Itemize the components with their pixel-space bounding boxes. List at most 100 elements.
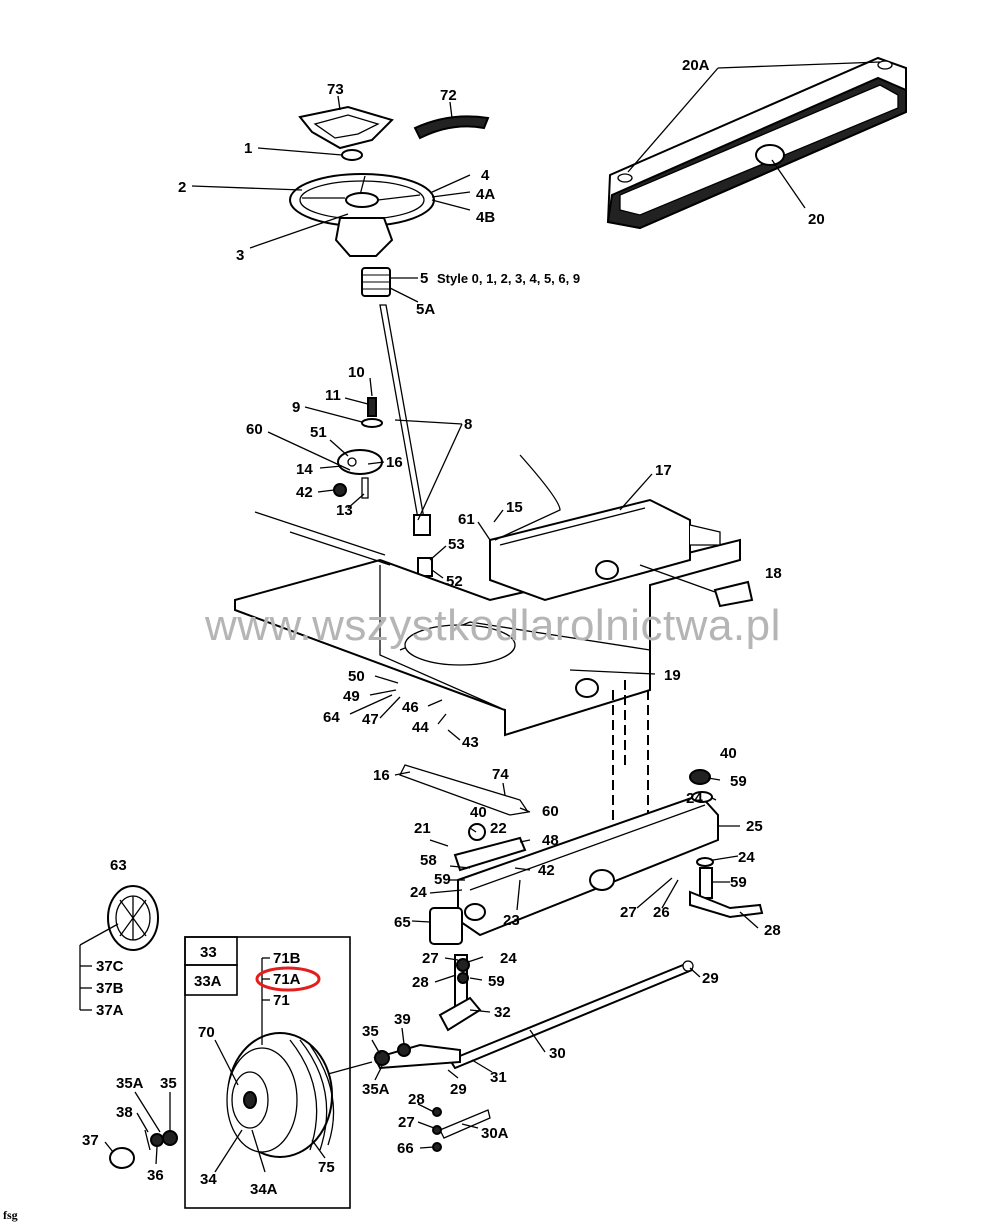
label-43: 43 (462, 734, 479, 751)
label-29a: 29 (702, 970, 719, 987)
label-53: 53 (448, 536, 465, 553)
steering-shaft (379, 304, 431, 536)
label-8: 8 (464, 416, 472, 433)
steering-hub-3 (334, 217, 394, 257)
drag-link-74 (399, 764, 530, 816)
steering-insert-72 (413, 115, 490, 140)
label-36: 36 (147, 1167, 164, 1184)
label-75: 75 (318, 1159, 335, 1176)
label-26: 26 (653, 904, 670, 921)
label-61: 61 (458, 511, 475, 528)
label-19: 19 (664, 667, 681, 684)
nut-42 (333, 483, 347, 497)
bolt-18 (639, 564, 754, 608)
label-20a: 20A (682, 57, 710, 74)
label-22: 22 (490, 820, 507, 837)
label-44: 44 (412, 719, 429, 736)
label-58: 58 (420, 852, 437, 869)
label-50: 50 (348, 668, 365, 685)
label-49: 49 (343, 688, 360, 705)
label-42b: 42 (538, 862, 555, 879)
label-48: 48 (542, 832, 559, 849)
label-29b: 29 (450, 1081, 467, 1098)
label-27b: 27 (422, 950, 439, 967)
label-27c: 27 (398, 1114, 415, 1131)
label-2: 2 (178, 179, 186, 196)
label-37c: 37C (96, 958, 124, 975)
label-39: 39 (394, 1011, 411, 1028)
label-1: 1 (244, 140, 252, 157)
label-27a: 27 (620, 904, 637, 921)
watermark: www.wszystkodlarolnictwa.pl (204, 601, 781, 650)
highlight-71a (255, 966, 321, 992)
label-60: 60 (246, 421, 263, 438)
label-40b: 40 (470, 804, 487, 821)
label-23: 23 (503, 912, 520, 929)
label-64: 64 (323, 709, 340, 726)
label-28a: 28 (764, 922, 781, 939)
label-24b: 24 (738, 849, 755, 866)
label-71b: 71B (273, 950, 301, 967)
label-66: 66 (397, 1140, 414, 1157)
wheel-kit-box (184, 936, 351, 1209)
wheel-hardware-left (109, 1129, 178, 1169)
label-16a: 16 (386, 454, 403, 471)
tie-rod-30 (448, 960, 694, 1070)
spindle-right-assembly (689, 769, 764, 919)
label-33: 33 (200, 944, 217, 961)
label-70: 70 (198, 1024, 215, 1041)
label-59d: 59 (488, 973, 505, 990)
label-51: 51 (310, 424, 327, 441)
label-32: 32 (494, 1004, 511, 1021)
label-37: 37 (82, 1132, 99, 1149)
label-40a: 40 (720, 745, 737, 762)
linkage-30a (432, 1107, 491, 1152)
pinion-53 (417, 557, 433, 577)
label-35a: 35 (362, 1023, 379, 1040)
label-24d: 24 (500, 950, 517, 967)
label-72: 72 (440, 87, 457, 104)
label-4a: 4A (476, 186, 495, 203)
washer-9 (361, 418, 383, 428)
steering-arm-23 (453, 823, 527, 872)
label-38: 38 (116, 1104, 133, 1121)
spindle-left-32 (438, 954, 482, 1032)
hub-cap-63 (107, 885, 159, 951)
label-24a: 24 (686, 790, 703, 807)
front-axle-25 (457, 793, 719, 937)
label-4b: 4B (476, 209, 495, 226)
label-15: 15 (506, 499, 523, 516)
label-21: 21 (414, 820, 431, 837)
cable-16 (494, 454, 561, 541)
bolt-11 (367, 397, 377, 417)
label-3: 3 (236, 247, 244, 264)
label-28b: 28 (412, 974, 429, 991)
label-18: 18 (765, 565, 782, 582)
label-30a: 30A (481, 1125, 509, 1142)
callout-labels: 73 72 1 2 3 4 4A 4B 5 Style 0, 1, 2, 3, … (82, 57, 825, 1198)
label-73: 73 (327, 81, 344, 98)
label-14: 14 (296, 461, 313, 478)
label-10: 10 (348, 364, 365, 381)
label-5a: 5A (416, 301, 435, 318)
label-46: 46 (402, 699, 419, 716)
label-9: 9 (292, 399, 300, 416)
label-59c: 59 (730, 874, 747, 891)
label-47: 47 (362, 711, 379, 728)
label-24c: 24 (410, 884, 427, 901)
leader-lines (79, 61, 881, 1173)
wheel-tire-75 (226, 1032, 335, 1158)
frame-chassis (234, 498, 741, 737)
label-34: 34 (200, 1171, 217, 1188)
label-52: 52 (446, 573, 463, 590)
front-bumper-20 (606, 56, 907, 230)
label-11: 11 (325, 387, 341, 404)
steering-spring-5 (361, 267, 391, 297)
label-34a: 34A (250, 1181, 278, 1198)
bolt-13 (361, 477, 369, 499)
steering-wheel-2 (289, 173, 435, 227)
label-33a: 33A (194, 973, 222, 990)
bushing-65 (429, 907, 463, 945)
label-5: 5 (420, 270, 428, 287)
label-65: 65 (394, 914, 411, 931)
